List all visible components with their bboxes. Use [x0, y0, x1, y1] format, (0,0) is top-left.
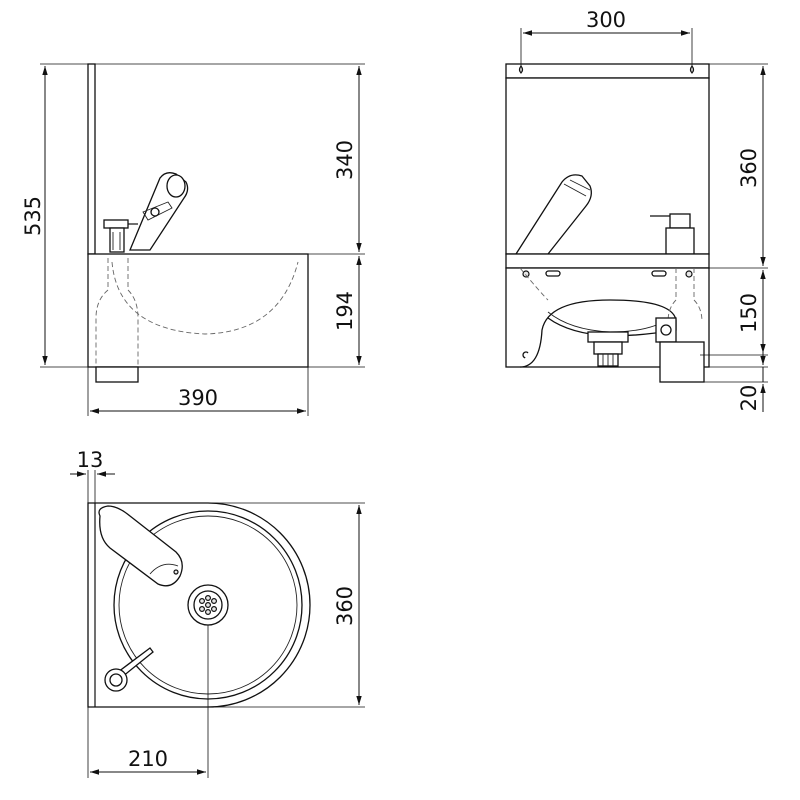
dim-side-total-height: 535	[21, 196, 45, 236]
side-tap	[129, 172, 189, 251]
side-hidden-bottle	[95, 258, 139, 367]
top-view: 13 360 210	[70, 448, 365, 778]
front-keyhole-left	[518, 64, 524, 74]
dim-side-upper-height: 340	[333, 140, 357, 180]
dim-top-drain-offset: 210	[128, 747, 168, 771]
side-hidden-bowl	[111, 261, 299, 335]
side-soap-dispenser	[103, 219, 138, 253]
dim-front-foot-height: 20	[737, 385, 761, 412]
dim-front-fixing-spacing: 300	[586, 8, 626, 32]
front-drain	[587, 331, 629, 367]
side-view: 535 340 194 390	[21, 63, 365, 416]
dim-top-wall-offset: 13	[77, 448, 104, 472]
front-soap-dispenser	[650, 213, 695, 255]
top-spout	[98, 505, 183, 587]
front-valve	[655, 317, 677, 343]
front-foot	[659, 341, 705, 383]
dim-side-width: 390	[178, 386, 218, 410]
dim-front-lower-height: 150	[737, 293, 761, 333]
dim-top-depth: 360	[333, 586, 357, 626]
top-soap-button	[104, 647, 154, 692]
top-drain	[187, 584, 229, 626]
dim-side-basin-height: 194	[333, 291, 357, 331]
front-middle-band	[505, 253, 710, 269]
front-keyhole-right	[689, 64, 695, 74]
front-view: 300 360 150 20	[505, 8, 768, 412]
dim-front-upper-height: 360	[737, 148, 761, 188]
front-tap	[514, 174, 592, 255]
side-wall-plate	[87, 63, 96, 255]
side-foot	[95, 366, 139, 383]
front-hidden-bottle	[667, 268, 703, 323]
side-basin-body	[87, 253, 309, 368]
front-top-strip	[505, 63, 710, 79]
